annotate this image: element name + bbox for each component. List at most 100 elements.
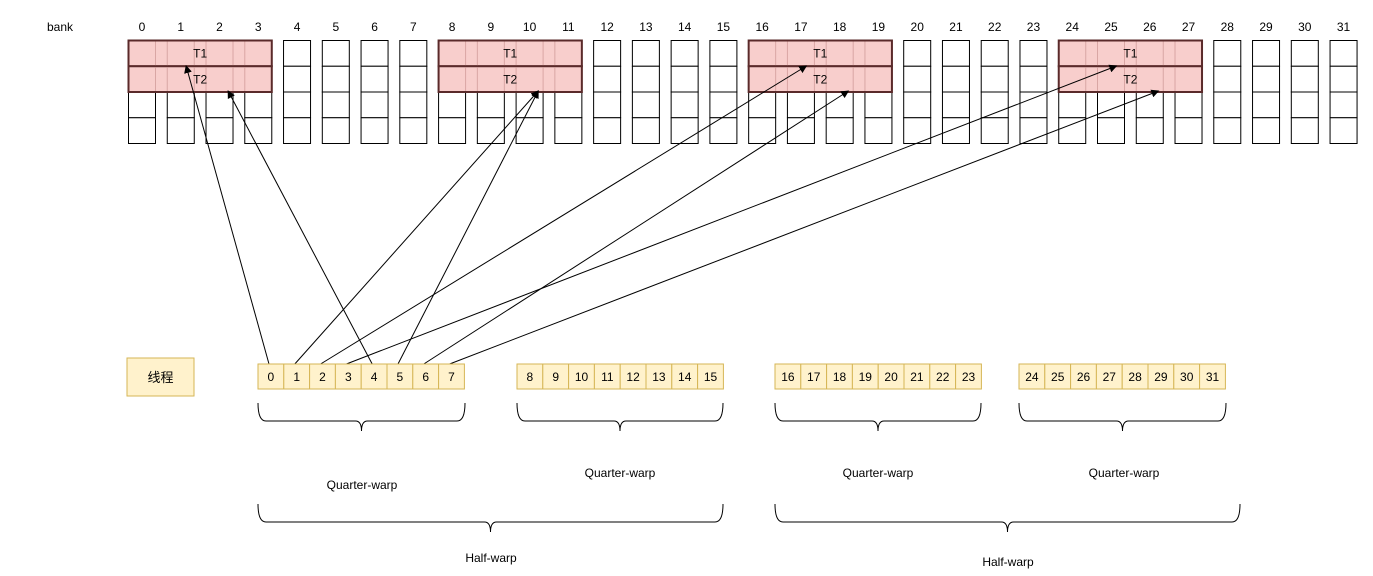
bank-cell bbox=[941, 117, 970, 144]
bank-cell bbox=[1252, 91, 1281, 119]
bank-cell bbox=[205, 91, 234, 119]
quarter-warp-label: Quarter-warp bbox=[327, 478, 398, 492]
quarter-warp-label: Quarter-warp bbox=[585, 466, 656, 480]
thread-cell bbox=[826, 363, 853, 390]
bank-cell bbox=[399, 40, 428, 67]
bank-cell bbox=[593, 40, 622, 67]
bank-cell bbox=[1174, 117, 1203, 144]
bank-cell bbox=[399, 65, 428, 93]
bank-column bbox=[1213, 40, 1242, 144]
bank-cell bbox=[1097, 91, 1125, 119]
bank-number: 19 bbox=[872, 20, 886, 34]
highlight-row bbox=[127, 39, 273, 68]
thread-cell bbox=[1121, 363, 1149, 390]
bank-column bbox=[1329, 40, 1358, 144]
bank-cell bbox=[631, 117, 660, 144]
quarter-warp-brace bbox=[516, 402, 724, 432]
bank-cell bbox=[1019, 91, 1048, 119]
braces bbox=[257, 402, 1241, 533]
bank-cell bbox=[1290, 40, 1319, 67]
bank-cell bbox=[1135, 91, 1164, 119]
thread-cell bbox=[309, 363, 336, 390]
thread-cell bbox=[929, 363, 957, 390]
bank-cell bbox=[1097, 117, 1125, 144]
thread-number: 16 bbox=[781, 370, 795, 384]
bank-cell bbox=[1058, 117, 1087, 144]
bank-number: 18 bbox=[833, 20, 847, 34]
bank-cell bbox=[166, 117, 195, 144]
bank-column bbox=[321, 40, 350, 144]
quarter-warp-brace bbox=[1018, 402, 1227, 432]
bank-column bbox=[399, 40, 428, 144]
bank-cell bbox=[244, 91, 273, 119]
bank-cell bbox=[321, 117, 350, 144]
bank-cell bbox=[554, 91, 583, 119]
bank-cell bbox=[476, 117, 505, 144]
bank-column bbox=[631, 40, 660, 144]
bank-cell bbox=[941, 40, 970, 67]
bank-cell bbox=[399, 117, 428, 144]
thread-number: 12 bbox=[626, 370, 640, 384]
bank-cell bbox=[903, 40, 932, 67]
bank-number: 7 bbox=[410, 20, 417, 34]
highlight-row bbox=[437, 39, 583, 68]
bank-cell bbox=[941, 91, 970, 119]
bank-cell bbox=[980, 65, 1009, 93]
bank-cell bbox=[1019, 40, 1048, 67]
bank-cell bbox=[283, 65, 312, 93]
bank-cell bbox=[748, 117, 777, 144]
thread-label: 线程 bbox=[147, 370, 173, 385]
bank-column bbox=[1252, 40, 1281, 144]
bank-cell bbox=[593, 117, 622, 144]
bank-cell bbox=[670, 40, 699, 67]
bank-cell bbox=[786, 117, 815, 144]
bank-number: 1 bbox=[177, 20, 184, 34]
bank-cell bbox=[1213, 91, 1242, 119]
bank-number: 22 bbox=[988, 20, 1002, 34]
access-arrow bbox=[294, 90, 539, 365]
bank-cell bbox=[903, 65, 932, 93]
thread-number: 26 bbox=[1077, 370, 1091, 384]
thread-number: 23 bbox=[962, 370, 976, 384]
thread-number: 22 bbox=[936, 370, 950, 384]
half-warp-label: Half-warp bbox=[982, 555, 1034, 569]
bank-number: 2 bbox=[216, 20, 223, 34]
bank-label: bank bbox=[47, 20, 74, 34]
thread-number: 3 bbox=[345, 370, 352, 384]
highlight-label: T1 bbox=[813, 47, 827, 61]
bank-cell bbox=[1290, 117, 1319, 144]
bank-cell bbox=[1329, 40, 1358, 67]
bank-column bbox=[360, 40, 389, 144]
highlight-label: T2 bbox=[503, 72, 517, 86]
bank-number: 30 bbox=[1298, 20, 1312, 34]
bank-column bbox=[980, 40, 1009, 144]
bank-column bbox=[283, 40, 312, 144]
bank-number: 24 bbox=[1066, 20, 1080, 34]
half-warp-brace bbox=[774, 503, 1241, 533]
bank-cell bbox=[864, 91, 893, 119]
bank-number: 8 bbox=[449, 20, 456, 34]
thread-number: 6 bbox=[422, 370, 429, 384]
bank-cell bbox=[283, 40, 312, 67]
thread-number: 24 bbox=[1025, 370, 1039, 384]
thread-number: 10 bbox=[575, 370, 589, 384]
bank-cell bbox=[128, 91, 156, 119]
quarter-warp-brace bbox=[257, 402, 466, 432]
bank-number: 17 bbox=[794, 20, 808, 34]
bank-cell bbox=[205, 117, 234, 144]
thread-number: 13 bbox=[652, 370, 666, 384]
bank-cell bbox=[631, 40, 660, 67]
bank-number: 14 bbox=[678, 20, 692, 34]
half-warp-label: Half-warp bbox=[465, 551, 517, 565]
thread-cell bbox=[955, 363, 982, 390]
bank-cell bbox=[631, 65, 660, 93]
bank-number: 9 bbox=[487, 20, 494, 34]
bank-number: 25 bbox=[1104, 20, 1118, 34]
bank-cell bbox=[360, 91, 389, 119]
thread-number: 30 bbox=[1180, 370, 1194, 384]
